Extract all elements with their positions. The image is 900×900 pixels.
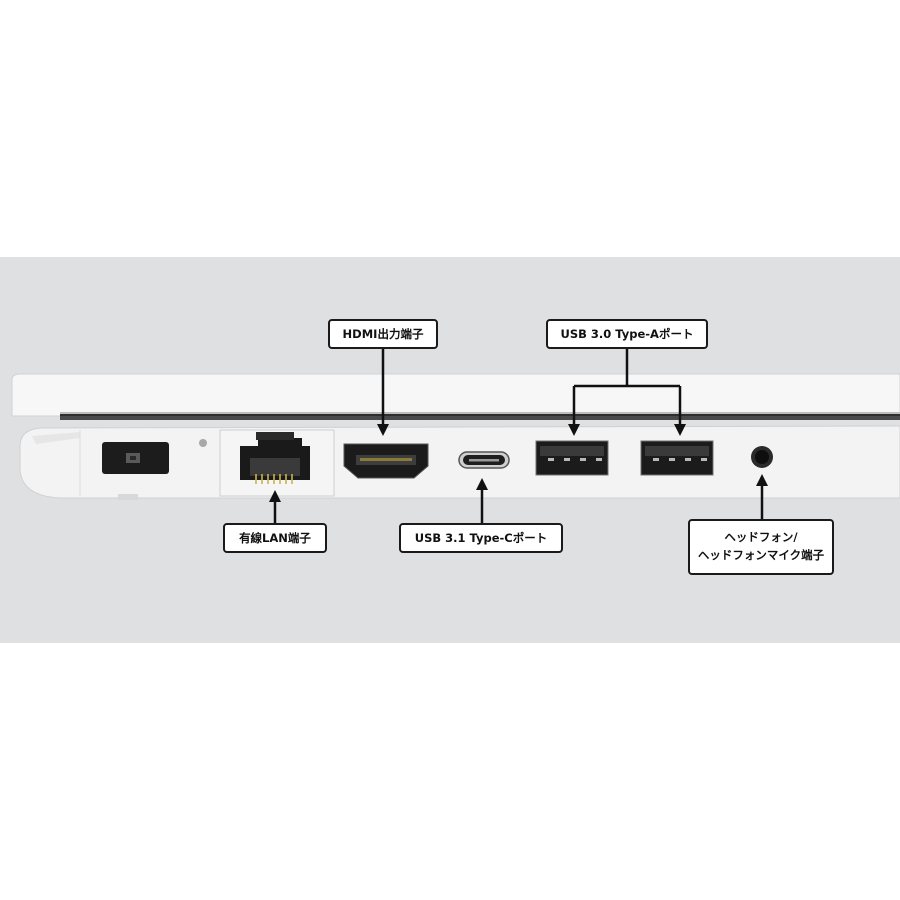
headphone-label-line1: ヘッドフォン/ — [724, 530, 798, 544]
usb-c-callout: USB 3.1 Type-Cポート — [399, 523, 563, 553]
usb-a-callout: USB 3.0 Type-Aポート — [546, 319, 708, 349]
usb-a-label: USB 3.0 Type-Aポート — [560, 327, 694, 341]
usb-c-port — [458, 451, 510, 469]
lan-label: 有線LAN端子 — [239, 531, 311, 545]
dc-power-port — [102, 442, 169, 474]
audio-jack — [751, 446, 773, 468]
usb-c-arrow — [476, 478, 488, 490]
hdmi-arrow — [377, 424, 389, 436]
lan-callout: 有線LAN端子 — [223, 523, 327, 553]
hdmi-callout: HDMI出力端子 — [328, 319, 438, 349]
headphone-callout: ヘッドフォン/ ヘッドフォンマイク端子 — [688, 519, 834, 575]
hdmi-label: HDMI出力端子 — [342, 327, 424, 341]
usb-a-arrow-2 — [674, 424, 686, 436]
status-led — [199, 439, 207, 447]
laptop-lid — [11, 373, 900, 417]
hdmi-port — [343, 443, 429, 479]
lan-arrow — [269, 490, 281, 502]
usb-c-label: USB 3.1 Type-Cポート — [414, 531, 548, 545]
usb-a-port-2 — [640, 440, 714, 476]
headphone-arrow — [756, 474, 768, 486]
hinge-gap — [60, 414, 900, 420]
headphone-label-line2: ヘッドフォンマイク端子 — [697, 548, 825, 562]
lan-port — [240, 432, 310, 484]
usb-a-arrow-1 — [568, 424, 580, 436]
usb-a-port-1 — [535, 440, 609, 476]
